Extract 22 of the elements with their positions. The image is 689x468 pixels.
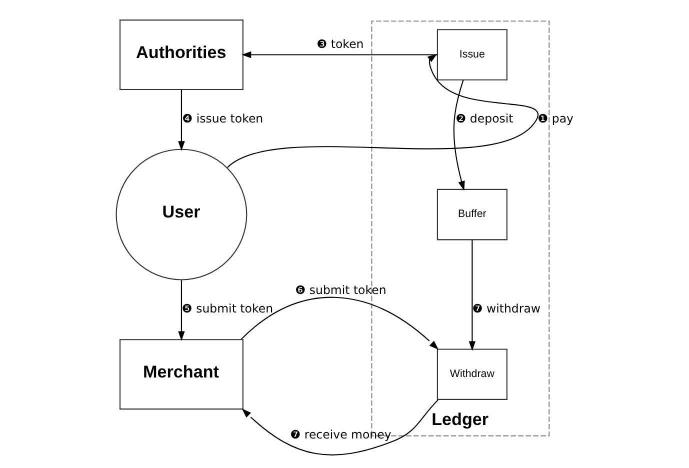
- edge-label: ❶ pay: [537, 111, 573, 126]
- node-circle: User: [115, 148, 247, 280]
- arrow: [452, 80, 464, 191]
- arrow: [178, 280, 184, 341]
- arrow: [241, 51, 437, 58]
- node-box: Merchant: [118, 339, 243, 410]
- edge-label: ❻ submit token: [294, 282, 386, 297]
- arrow: [468, 240, 476, 351]
- edge-label: ❷ deposit: [455, 111, 513, 126]
- node-box: Withdraw: [436, 348, 507, 400]
- edge-label: ❹ issue token: [182, 111, 263, 126]
- arrow: [226, 54, 538, 168]
- arrow: [241, 400, 438, 456]
- edge-label: ❼ receive money: [290, 427, 391, 442]
- arrow: [240, 296, 438, 350]
- arrow: [178, 90, 184, 151]
- edge-label: ❸ token: [316, 37, 364, 52]
- node-box: Issue: [436, 29, 507, 80]
- node-box: Authorities: [118, 20, 243, 90]
- node-box: Buffer: [436, 188, 507, 240]
- edge-label: ❺ submit token: [181, 302, 273, 316]
- edge-label: ❼ withdraw: [472, 302, 540, 316]
